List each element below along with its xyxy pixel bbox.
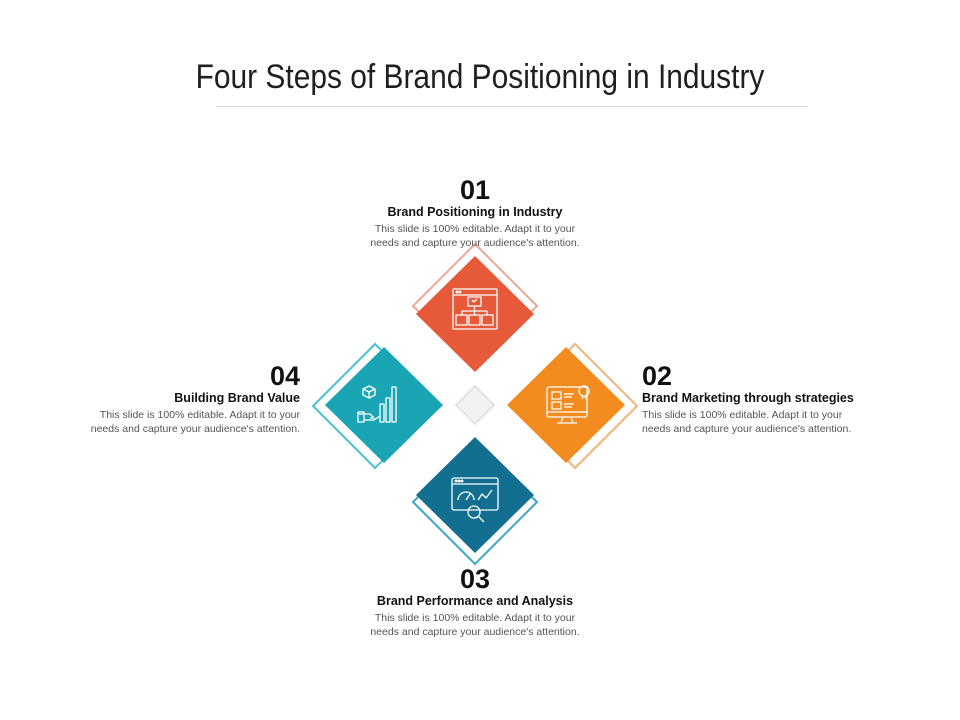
step-description: This slide is 100% editable. Adapt it to… — [90, 409, 300, 435]
page-title: Four Steps of Brand Positioning in Indus… — [195, 58, 765, 96]
step-01-text: 01 Brand Positioning in Industry This sl… — [355, 176, 595, 250]
step-03-diamond — [411, 437, 539, 566]
step-heading: Brand Performance and Analysis — [376, 594, 574, 608]
growth-chart-icon — [357, 385, 397, 423]
step-description: This slide is 100% editable. Adapt it to… — [370, 223, 580, 249]
step-03-text: 03 Brand Performance and Analysis This s… — [355, 565, 595, 639]
step-number: 02 — [642, 361, 673, 391]
step-number: 03 — [459, 564, 491, 594]
step-02-diamond — [507, 342, 639, 470]
step-number: 01 — [459, 175, 491, 205]
step-heading: Brand Positioning in Industry — [387, 205, 563, 219]
step-description: This slide is 100% editable. Adapt it to… — [642, 409, 852, 435]
step-02-text: 02 Brand Marketing through strategies Th… — [642, 362, 892, 436]
step-description: This slide is 100% editable. Adapt it to… — [370, 612, 580, 638]
step-number: 04 — [269, 361, 300, 391]
org-chart-icon — [452, 288, 498, 330]
step-04-diamond — [311, 342, 443, 470]
step-heading: Building Brand Value — [174, 391, 300, 405]
analytics-search-icon — [451, 477, 499, 523]
step-heading: Brand Marketing through strategies — [642, 391, 854, 405]
monitor-idea-icon — [546, 385, 590, 424]
step-04-text: 04 Building Brand Value This slide is 10… — [60, 362, 300, 436]
title-divider — [216, 106, 808, 107]
center-diamond — [454, 384, 496, 426]
